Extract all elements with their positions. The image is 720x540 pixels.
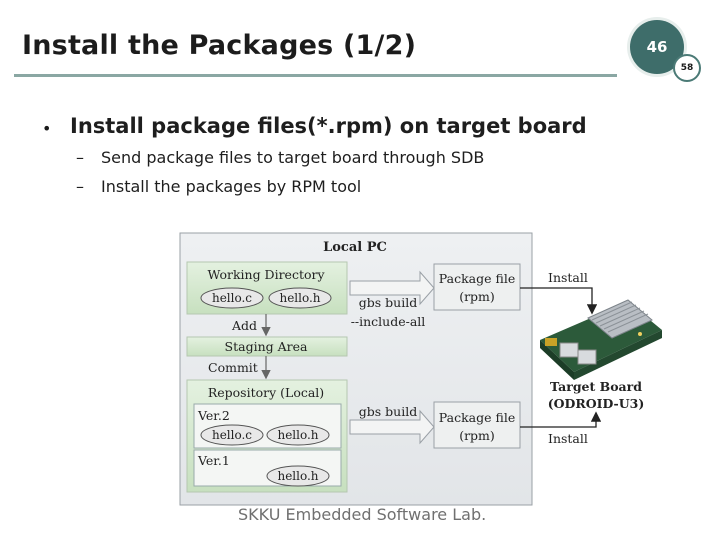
version-2-label: Ver.2 (197, 408, 230, 423)
commit-label: Commit (208, 360, 258, 375)
repository-label: Repository (Local) (208, 385, 324, 400)
staging-area-box (186, 336, 348, 357)
install-arrow-top (520, 287, 598, 315)
target-board-image (540, 299, 662, 380)
staging-area-label: Staging Area (225, 339, 308, 354)
include-all-label: --include-all (351, 314, 426, 329)
file-hello-h (268, 287, 332, 309)
repo-file-hello-c (200, 424, 264, 446)
add-label: Add (231, 318, 257, 333)
dash-marker: – (76, 148, 84, 167)
file-hello-c-label: hello.c (212, 291, 252, 305)
sub-item-1-text: Send package files to target board throu… (101, 148, 485, 167)
package-file-label-bottom: Package file (439, 410, 515, 425)
repo-file-hello-h (266, 424, 330, 446)
working-directory-label: Working Directory (207, 267, 325, 282)
local-pc-label: Local PC (323, 240, 387, 255)
install-arrow-bottom (520, 411, 602, 428)
install-label-bottom: Install (548, 431, 588, 446)
gbs-build-arrow-top (349, 270, 435, 306)
repo-v1-file-hello-h-label: hello.h (277, 469, 318, 483)
version-1-label: Ver.1 (197, 453, 230, 468)
repo-file-hello-h-label: hello.h (277, 428, 318, 442)
title-underline (14, 74, 617, 77)
dash-marker: – (76, 177, 84, 196)
bullet-dot: • (42, 119, 52, 138)
file-hello-h-label: hello.h (279, 291, 320, 305)
slide-title: Install the Packages (1/2) (22, 30, 417, 61)
rpm-label-bottom: (rpm) (459, 428, 495, 443)
sub-item-1: –Send package files to target board thro… (76, 148, 484, 167)
repo-file-hello-c-label: hello.c (212, 428, 252, 442)
page-total-badge: 58 (673, 54, 701, 82)
target-board-model: (ODROID-U3) (548, 396, 645, 411)
sub-item-2-text: Install the packages by RPM tool (101, 177, 362, 196)
footer-text: SKKU Embedded Software Lab. (238, 505, 487, 524)
package-file-box-top (433, 263, 521, 311)
sub-item-2: –Install the packages by RPM tool (76, 177, 361, 196)
target-board-label: Target Board (550, 379, 642, 394)
package-file-box-bottom (433, 401, 521, 449)
gbs-build-label-bottom: gbs build (359, 404, 417, 419)
bullet-main: Install package files(*.rpm) on target b… (70, 114, 587, 138)
rpm-label-top: (rpm) (459, 289, 495, 304)
package-file-label-top: Package file (439, 271, 515, 286)
gbs-build-label-top: gbs build (359, 295, 417, 310)
gbs-build-arrow-bottom (349, 409, 435, 445)
repo-v1-file-hello-h (266, 465, 330, 487)
install-label-top: Install (548, 270, 588, 285)
file-hello-c (200, 287, 264, 309)
